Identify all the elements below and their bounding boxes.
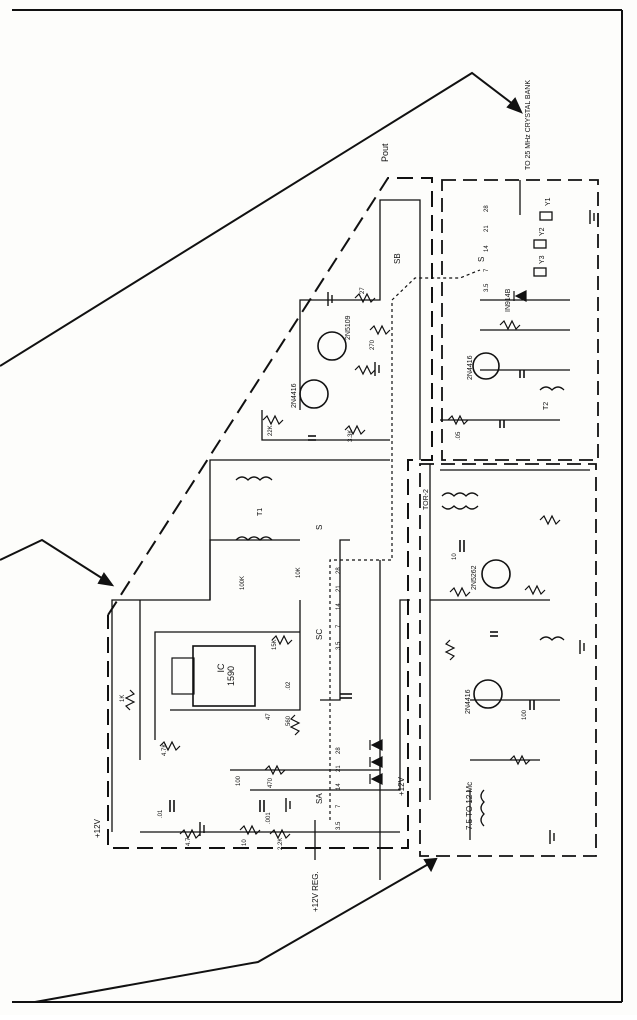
switch-s2-label: S xyxy=(315,525,324,530)
ic-label: IC xyxy=(216,663,226,673)
crystal-y2-label: Y2 xyxy=(539,227,546,236)
band-label: 28 xyxy=(336,747,342,754)
value-label: 10 xyxy=(242,839,248,846)
crystal-y3-label: Y3 xyxy=(539,255,546,264)
value-label: 27 xyxy=(360,287,366,294)
pout-label: Pout xyxy=(380,143,390,162)
value-label: 10 xyxy=(452,553,458,560)
supply-plus12v-left: +12V xyxy=(93,818,102,838)
crystal-y1-label: Y1 xyxy=(545,197,552,206)
resistors xyxy=(124,292,561,840)
band-label: 21 xyxy=(484,225,490,232)
value-label: 10K xyxy=(296,567,302,578)
value-label: 100 xyxy=(522,709,528,720)
band-label: 14 xyxy=(336,603,342,610)
value-label: .001 xyxy=(266,812,272,824)
coil-t1-label: T1 xyxy=(257,508,264,516)
bjt-top-label: 2N5109 xyxy=(345,315,352,340)
crystal-bank-label-1: TO 25 MHz CRYSTAL BANK xyxy=(525,80,532,170)
switch-sc-label: SC xyxy=(315,629,324,640)
value-label: 15K xyxy=(272,639,278,650)
value-label: 47 xyxy=(266,713,272,720)
jfet-bottom-label: 2N4416 xyxy=(465,689,472,714)
band-label: 3.5 xyxy=(484,283,490,292)
grounds xyxy=(199,210,595,844)
module-enclosure-dashed xyxy=(107,177,433,849)
value-label: 470 xyxy=(268,777,274,788)
callout-arrows xyxy=(0,71,523,1003)
band-label: 14 xyxy=(484,245,490,252)
value-label: 22K xyxy=(268,425,274,436)
diodes xyxy=(369,290,527,785)
supply-plus12v-reg: +12V REG. xyxy=(311,871,320,912)
jfet-crystal-label: 2N4416 xyxy=(467,355,474,380)
band-label: 3.5 xyxy=(336,641,342,650)
page-frame xyxy=(12,9,623,1003)
crystals xyxy=(533,211,553,277)
switch-linkages xyxy=(329,269,481,820)
supply-plus12v-mid: +12V xyxy=(397,776,406,796)
value-label: 2.2K xyxy=(278,838,284,850)
wiring xyxy=(111,180,590,880)
band-label: 14 xyxy=(336,783,342,790)
component-values: 1K 4.7K .01 4.7 10 2.2K 100 .001 470 47 … xyxy=(120,287,528,850)
band-labels: 3.5 7 14 21 28 3.5 7 14 21 28 3.5 7 14 2… xyxy=(336,205,490,830)
value-label: 100 xyxy=(236,775,242,786)
band-label: 28 xyxy=(336,567,342,574)
toroid-label: TOR-2 xyxy=(423,489,430,510)
coil-t2-label: T2 xyxy=(543,402,550,410)
value-label: 560 xyxy=(286,715,292,726)
bjt-mid-label: 2N5262 xyxy=(471,565,478,590)
band-label: 28 xyxy=(484,205,490,212)
value-label: 270 xyxy=(370,339,376,350)
inductors xyxy=(235,386,565,827)
switch-sb-label: SB xyxy=(393,253,402,264)
band-label: 7 xyxy=(484,268,490,272)
sub-enclosures xyxy=(419,179,599,857)
diode-part-label: IN914B xyxy=(505,288,512,312)
value-label: .05 xyxy=(456,431,462,440)
value-label: 4.7 xyxy=(186,837,192,846)
band-label: 7 xyxy=(336,804,342,808)
switch-sa-label: SA xyxy=(315,793,324,804)
capacitors xyxy=(169,370,535,812)
band-label: 7 xyxy=(336,624,342,628)
ic-part: 1590 xyxy=(226,666,236,686)
value-label: 100K xyxy=(240,576,246,590)
band-label: 21 xyxy=(336,585,342,592)
switch-s1-label: S xyxy=(477,257,486,262)
transistors xyxy=(299,331,511,709)
jfet-top-label: 2N4416 xyxy=(291,383,298,408)
value-label: .01 xyxy=(158,809,164,818)
ic-1590: IC 1590 xyxy=(171,645,256,707)
band-label: 21 xyxy=(336,765,342,772)
value-label: 4.7K xyxy=(162,744,168,756)
value-label: 3.3K xyxy=(348,430,354,442)
value-label: .02 xyxy=(286,681,292,690)
value-label: 1K xyxy=(120,695,126,702)
vco-range-label: 7.5 TO 12 Mc xyxy=(465,782,474,830)
band-label: 3.5 xyxy=(336,821,342,830)
